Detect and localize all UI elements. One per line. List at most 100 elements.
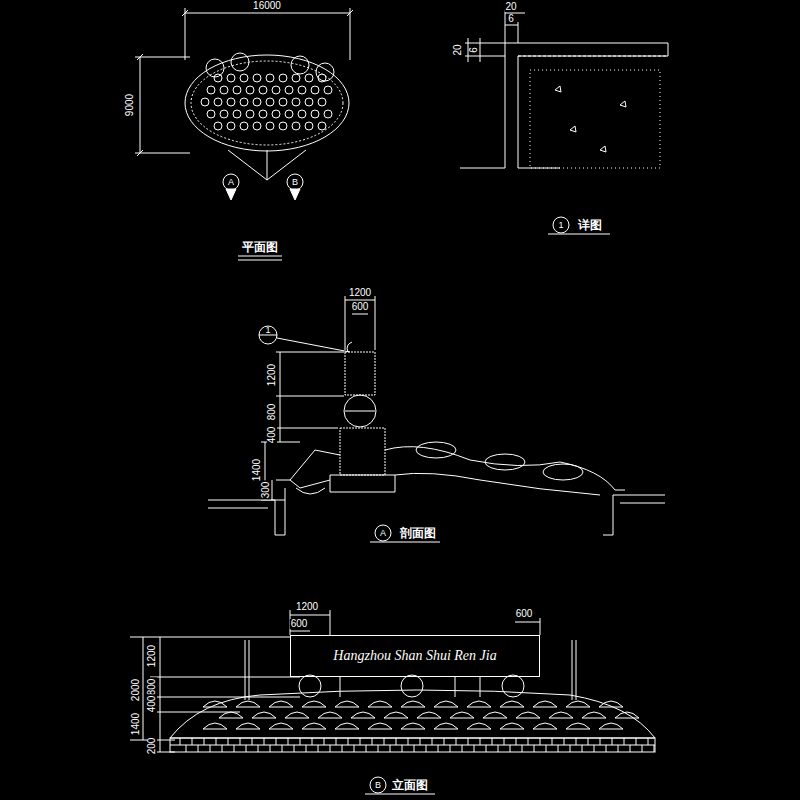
brick-joint bbox=[270, 745, 271, 752]
stone-mound bbox=[351, 712, 375, 718]
brick-joint bbox=[420, 738, 421, 745]
tree-symbol bbox=[206, 59, 224, 77]
brick-joint bbox=[438, 745, 439, 752]
brick-joint bbox=[252, 738, 253, 745]
stone-mound bbox=[599, 701, 623, 707]
plant-symbol bbox=[240, 122, 248, 130]
brick-joint bbox=[516, 738, 517, 745]
plant-symbol bbox=[220, 86, 228, 94]
stone-mound bbox=[615, 712, 639, 718]
brick-joint bbox=[330, 745, 331, 752]
brick-joint bbox=[648, 738, 649, 745]
brick-joint bbox=[564, 738, 565, 745]
brick-joint bbox=[582, 745, 583, 752]
brick-joint bbox=[492, 738, 493, 745]
plant-symbol bbox=[233, 86, 241, 94]
view-title: 剖面图 bbox=[399, 527, 437, 539]
plant-symbol bbox=[292, 74, 300, 82]
brick-joint bbox=[282, 745, 283, 752]
brick-joint bbox=[504, 738, 505, 745]
brick-joint bbox=[636, 738, 637, 745]
dimension-text: 300 bbox=[261, 481, 271, 500]
brick-joint bbox=[576, 738, 577, 745]
brick-joint bbox=[606, 745, 607, 752]
plant-symbol bbox=[253, 122, 261, 130]
plant-symbol bbox=[324, 86, 332, 94]
stone-mound bbox=[566, 723, 590, 729]
brick-joint bbox=[540, 738, 541, 745]
plant-symbol bbox=[233, 110, 241, 118]
brick-joint bbox=[390, 745, 391, 752]
brick-joint bbox=[528, 738, 529, 745]
dimension-text: 800 bbox=[267, 403, 277, 422]
stone-mound bbox=[467, 723, 491, 729]
plant-symbol bbox=[227, 122, 235, 130]
brick-joint bbox=[294, 745, 295, 752]
callout-letter: 1 bbox=[265, 326, 270, 335]
brick-joint bbox=[396, 738, 397, 745]
plant-symbol bbox=[207, 110, 215, 118]
brick-joint bbox=[426, 745, 427, 752]
brick-joint bbox=[360, 738, 361, 745]
brick-joint bbox=[480, 738, 481, 745]
tree-symbol bbox=[231, 53, 249, 71]
stone-mound bbox=[582, 712, 606, 718]
stone-mound bbox=[566, 701, 590, 707]
brick-joint bbox=[642, 745, 643, 752]
stone-mound bbox=[368, 701, 392, 707]
plant-symbol bbox=[240, 74, 248, 82]
plant-symbol bbox=[214, 122, 222, 130]
brick-joint bbox=[240, 738, 241, 745]
plant-symbol bbox=[298, 110, 306, 118]
plant-symbol bbox=[279, 74, 287, 82]
dimension-text: 1200 bbox=[147, 644, 157, 668]
brick-joint bbox=[624, 738, 625, 745]
brick-joint bbox=[414, 745, 415, 752]
callout-letter: B bbox=[375, 781, 381, 790]
brick-joint bbox=[444, 738, 445, 745]
stone-mound bbox=[368, 723, 392, 729]
brick-joint bbox=[384, 738, 385, 745]
brick-joint bbox=[318, 745, 319, 752]
brick-joint bbox=[198, 745, 199, 752]
plant-symbol bbox=[285, 110, 293, 118]
plant-symbol bbox=[305, 98, 313, 106]
callout-letter: B bbox=[292, 178, 298, 187]
plant-symbol bbox=[311, 110, 319, 118]
brick-joint bbox=[222, 745, 223, 752]
plant-symbol bbox=[272, 86, 280, 94]
plan-plants bbox=[201, 53, 334, 130]
view-title: 详图 bbox=[577, 219, 603, 231]
brick-joint bbox=[594, 745, 595, 752]
brick-joint bbox=[510, 745, 511, 752]
brick-joint bbox=[204, 738, 205, 745]
dimension-text: 1200 bbox=[267, 363, 277, 387]
tree-symbol bbox=[316, 63, 334, 81]
stone-mound bbox=[236, 723, 260, 729]
plant-symbol bbox=[298, 86, 306, 94]
stone-mound bbox=[236, 701, 260, 707]
stone-mound bbox=[302, 701, 326, 707]
plant-symbol bbox=[318, 122, 326, 130]
brick-joint bbox=[654, 745, 655, 752]
plant-symbol bbox=[279, 122, 287, 130]
plant-symbol bbox=[318, 98, 326, 106]
plant-symbol bbox=[220, 110, 228, 118]
brick-joint bbox=[522, 745, 523, 752]
dimension-text: 600 bbox=[351, 302, 370, 312]
brick-joint bbox=[312, 738, 313, 745]
dimension-text: 2000 bbox=[131, 678, 141, 702]
plant-symbol bbox=[279, 98, 287, 106]
brick-joint bbox=[408, 738, 409, 745]
stone-mound bbox=[269, 701, 293, 707]
dimension-text: 1400 bbox=[252, 458, 262, 482]
stone-mound bbox=[269, 723, 293, 729]
brick-joint bbox=[192, 738, 193, 745]
stone-mounds bbox=[203, 701, 639, 729]
stone-mound bbox=[203, 723, 227, 729]
brick-joint bbox=[180, 738, 181, 745]
stone-mound bbox=[252, 712, 276, 718]
view-title: 平面图 bbox=[241, 241, 279, 253]
sign-text: Hangzhou Shan Shui Ren Jia bbox=[333, 648, 496, 664]
